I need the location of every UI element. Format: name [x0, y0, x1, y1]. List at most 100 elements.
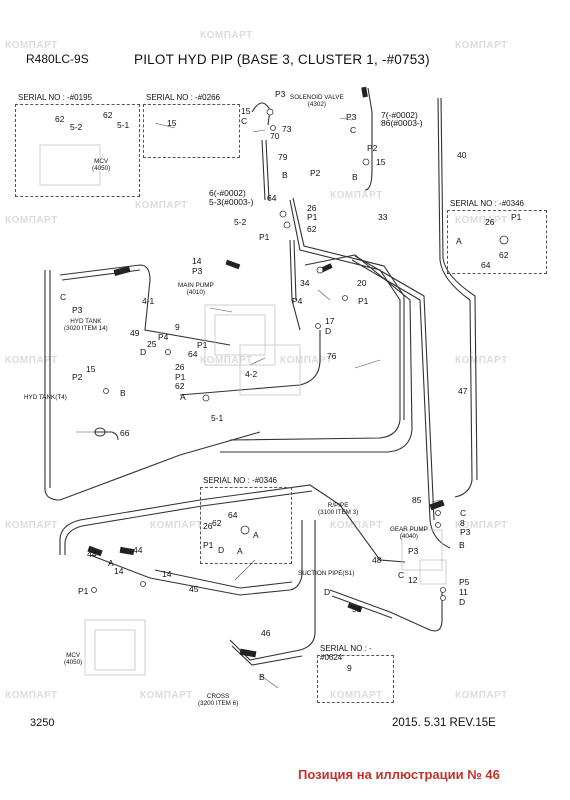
watermark-text: КОМПАРТ [455, 355, 508, 366]
watermark-text: КОМПАРТ [330, 190, 383, 201]
callout: 5-1 [117, 120, 130, 130]
callout: 48 [372, 555, 382, 565]
callout: P1 [307, 212, 318, 222]
callout: P1 [203, 540, 214, 550]
callout: 62 [212, 518, 222, 528]
watermark-text: КОМПАРТ [455, 690, 508, 701]
watermark-text: КОМПАРТ [330, 690, 383, 701]
callout: 7(-#0002) [381, 110, 418, 120]
callout: 9 [175, 322, 180, 332]
watermark-text: КОМПАРТ [330, 520, 383, 531]
callout: 64 [228, 510, 238, 520]
callout: A [237, 546, 243, 556]
callout: P5 [459, 577, 470, 587]
serial-box-0346-center: SERIAL NO : -#0346 [200, 476, 292, 564]
model-code: R480LC-9S [26, 52, 89, 66]
callout: 5-2 [234, 217, 247, 227]
callout: P1 [175, 372, 186, 382]
callout: 5-3(#0003-) [209, 197, 254, 207]
callout: P3 [460, 527, 471, 537]
serial-box-title: SERIAL NO : -#0266 [146, 93, 220, 102]
callout: 15 [86, 364, 96, 374]
callout: 14 [162, 569, 172, 579]
page-title: PILOT HYD PIP (BASE 3, CLUSTER 1, -#0753… [134, 52, 430, 67]
callout: 73 [282, 124, 292, 134]
callout: 70 [270, 131, 280, 141]
callout: 4-2 [245, 369, 258, 379]
label-hyd-tank: HYD TANK(3020 ITEM 14) [64, 318, 108, 332]
callout: 62 [103, 110, 113, 120]
callout: P1 [259, 232, 270, 242]
callout: P4 [292, 296, 303, 306]
callout: 15 [167, 118, 177, 128]
callout: 8 [460, 518, 465, 528]
callout: P3 [192, 266, 203, 276]
serial-box-title: SERIAL NO : -#0195 [18, 93, 92, 102]
callout: P1 [511, 212, 522, 222]
watermark-text: КОМПАРТ [150, 520, 203, 531]
callout: 86(#0003-) [381, 118, 423, 128]
callout: C [241, 116, 248, 126]
callout: 17 [325, 316, 335, 326]
callout: 40 [457, 150, 467, 160]
watermark-text: КОМПАРТ [455, 215, 508, 226]
watermark-text: КОМПАРТ [5, 520, 58, 531]
label-solenoid-valve: SOLENOID VALVE(4302) [290, 94, 344, 108]
callout: 62 [175, 381, 185, 391]
callout: C [398, 570, 405, 580]
callout: P1 [78, 586, 89, 596]
serial-box-0195: SERIAL NO : -#0195 [15, 93, 140, 197]
label-hyd-tank-t4: HYD TANK(T4) [24, 394, 67, 401]
label-cross: CROSS(3200 ITEM 6) [198, 693, 239, 707]
callout: 46 [261, 628, 271, 638]
hose-40-inner [440, 97, 478, 481]
callout: A [180, 392, 186, 402]
callout: D [140, 347, 147, 357]
position-note: Позиция на иллюстрации № 46 [298, 767, 500, 782]
callout: P3 [275, 89, 286, 99]
callout: P2 [72, 372, 83, 382]
callout: 25 [147, 339, 157, 349]
callout: 62 [499, 250, 509, 260]
pipe-left-1 [44, 270, 261, 501]
watermark-text: КОМПАРТ [200, 30, 253, 41]
callout: D [459, 597, 466, 607]
callout: P2 [310, 168, 321, 178]
callout: B [282, 170, 288, 180]
callout: P1 [197, 340, 208, 350]
callout: B [120, 388, 126, 398]
hose-40 [364, 87, 473, 498]
callout: 11 [459, 587, 468, 597]
callout: 6(-#0002) [209, 188, 246, 198]
callout: B [459, 540, 465, 550]
callout: 62 [307, 224, 317, 234]
callout: 15 [376, 157, 386, 167]
serial-box-title: SERIAL NO : -#0346 [203, 476, 277, 485]
pipe-45 [59, 484, 406, 563]
callout: 4-1 [142, 296, 155, 306]
callout: C [350, 125, 357, 135]
label-r-pipe: R/PIPE(3100 ITEM 3) [318, 502, 359, 516]
watermark-text: КОМПАРТ [455, 520, 508, 531]
serial-box-0346-right: SERIAL NO : -#0346 [447, 199, 547, 274]
callout: P4 [158, 332, 169, 342]
label-suction-pipe: SUCTION PIPE(S1) [298, 570, 355, 577]
callout: 33 [378, 212, 388, 222]
callout: 45 [189, 584, 199, 594]
watermark-text: КОМПАРТ [135, 200, 188, 211]
callout: 66 [120, 428, 130, 438]
pipe-51 [329, 589, 443, 632]
callout: 44 [133, 545, 143, 555]
callout: 14 [114, 566, 124, 576]
callout: B [352, 172, 358, 182]
watermark-text: КОМПАРТ [5, 355, 58, 366]
callout: B [259, 672, 265, 682]
callout: D [325, 326, 332, 336]
callout: P3 [72, 305, 83, 315]
callout: 62 [55, 114, 65, 124]
watermark-text: КОМПАРТ [140, 690, 193, 701]
serial-box-title: SERIAL NO : -#0346 [450, 199, 524, 208]
label-gear-pump: GEAR PUMP(4040) [390, 526, 428, 540]
label-mcv-top: MCV(4050) [92, 158, 111, 172]
